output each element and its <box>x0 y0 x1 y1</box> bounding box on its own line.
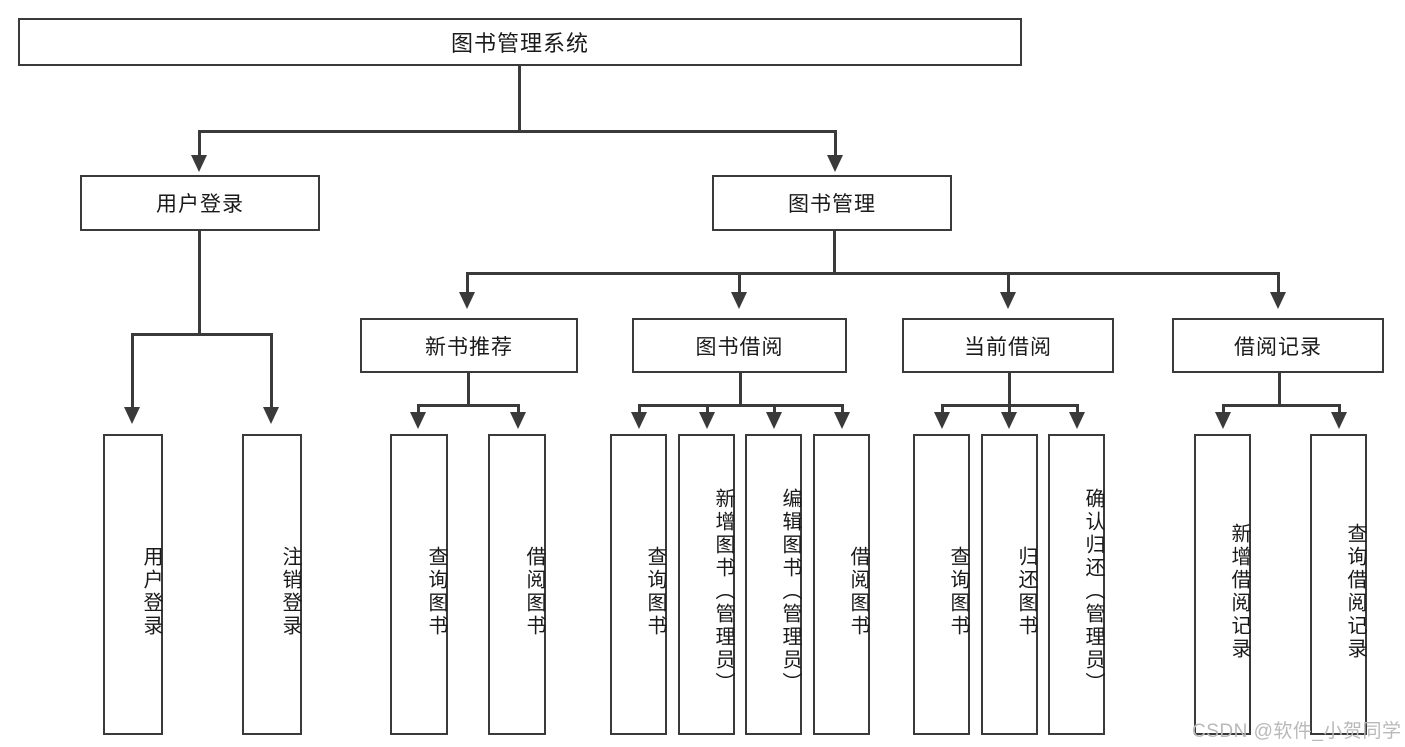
leaf-query-book-recommend[interactable]: 查询图书 <box>390 434 448 735</box>
leaf-confirm-return-admin[interactable]: 确认归还（管理员） <box>1048 434 1105 735</box>
edge-user-login-drop-2 <box>270 333 273 411</box>
arrow-leaf-return-book <box>1001 412 1017 429</box>
edge-book-borrow-drop-2 <box>706 404 709 416</box>
leaf-label: 归还图书 <box>1015 545 1037 638</box>
edge-book-mgmt-stem <box>833 231 836 274</box>
leaf-borrow-book-recommend[interactable]: 借阅图书 <box>488 434 546 735</box>
leaf-query-book-borrow[interactable]: 查询图书 <box>610 434 667 735</box>
edge-book-mgmt-drop-4 <box>1277 272 1280 296</box>
edge-borrow-record-stem <box>1278 373 1281 406</box>
arrow-leaf-query-book-2 <box>631 412 647 429</box>
edge-user-login-stem <box>198 231 201 335</box>
leaf-return-book[interactable]: 归还图书 <box>981 434 1038 735</box>
edge-current-borrow-drop-3 <box>1076 404 1079 416</box>
edge-current-borrow-drop-2 <box>1008 404 1011 416</box>
edge-borrow-record-drop-2 <box>1338 404 1341 416</box>
edge-user-login-bus <box>131 333 270 336</box>
edge-new-book-drop-2 <box>517 404 520 416</box>
arrow-to-new-book-recommend <box>459 292 475 309</box>
node-label: 用户登录 <box>156 193 244 216</box>
edge-book-borrow-drop-3 <box>773 404 776 416</box>
arrow-leaf-borrow-book-1 <box>510 412 526 429</box>
leaf-label: 编辑图书（管理员） <box>779 488 801 695</box>
node-book-borrow[interactable]: 图书借阅 <box>632 318 847 373</box>
edge-book-borrow-bus <box>638 404 843 407</box>
edge-book-mgmt-bus <box>466 272 1280 275</box>
leaf-borrow-book[interactable]: 借阅图书 <box>813 434 870 735</box>
arrow-leaf-edit-book <box>766 412 782 429</box>
edge-book-mgmt-drop-1 <box>466 272 469 296</box>
edge-book-mgmt-drop-3 <box>1007 272 1010 296</box>
node-borrow-record[interactable]: 借阅记录 <box>1172 318 1384 373</box>
arrow-leaf-query-record <box>1331 412 1347 429</box>
node-new-book-recommend[interactable]: 新书推荐 <box>360 318 578 373</box>
arrow-to-current-borrow <box>1000 292 1016 309</box>
arrow-leaf-query-book-1 <box>410 412 426 429</box>
edge-root-bus <box>198 130 837 133</box>
node-user-login[interactable]: 用户登录 <box>80 175 320 231</box>
edge-root-stem <box>518 66 521 132</box>
edge-new-book-drop-1 <box>417 404 420 416</box>
leaf-label: 查询图书 <box>425 545 447 638</box>
arrow-to-book-borrow <box>731 292 747 309</box>
leaf-label: 查询图书 <box>947 545 969 638</box>
edge-user-login-drop-1 <box>131 333 134 411</box>
edge-root-to-book-mgmt <box>834 130 837 160</box>
leaf-label: 注销登录 <box>279 545 301 638</box>
arrow-leaf-user-login <box>124 407 140 424</box>
edge-new-book-stem <box>467 373 470 406</box>
node-label: 当前借阅 <box>964 335 1052 359</box>
edge-current-borrow-drop-1 <box>941 404 944 416</box>
arrow-leaf-add-record <box>1215 412 1231 429</box>
node-label: 新书推荐 <box>425 335 513 359</box>
leaf-query-book-current[interactable]: 查询图书 <box>913 434 970 735</box>
arrow-to-book-mgmt <box>827 155 843 172</box>
leaf-add-book-admin[interactable]: 新增图书（管理员） <box>678 434 735 735</box>
node-label: 图书管理 <box>788 193 876 216</box>
arrow-leaf-borrow-book-2 <box>834 412 850 429</box>
leaf-logout[interactable]: 注销登录 <box>242 434 302 735</box>
arrow-leaf-add-book <box>699 412 715 429</box>
leaf-label: 借阅图书 <box>523 545 545 638</box>
edge-new-book-bus <box>417 404 520 407</box>
arrow-to-user-login <box>191 155 207 172</box>
leaf-query-borrow-record[interactable]: 查询借阅记录 <box>1310 434 1367 735</box>
node-label: 借阅记录 <box>1234 335 1322 359</box>
arrow-leaf-confirm-return <box>1069 412 1085 429</box>
node-label: 图书管理系统 <box>450 31 589 56</box>
edge-book-mgmt-drop-2 <box>738 272 741 296</box>
leaf-edit-book-admin[interactable]: 编辑图书（管理员） <box>745 434 802 735</box>
node-current-borrow[interactable]: 当前借阅 <box>902 318 1114 373</box>
node-label: 图书借阅 <box>695 335 784 359</box>
arrow-leaf-query-book-3 <box>934 412 950 429</box>
node-book-management[interactable]: 图书管理 <box>712 175 952 231</box>
edge-book-borrow-drop-4 <box>841 404 844 416</box>
node-root-system[interactable]: 图书管理系统 <box>18 18 1022 66</box>
edge-borrow-record-drop-1 <box>1222 404 1225 416</box>
leaf-label: 借阅图书 <box>847 545 869 638</box>
leaf-label: 用户登录 <box>140 545 162 638</box>
edge-borrow-record-bus <box>1222 404 1341 407</box>
csdn-watermark: CSDN @软件_小贺同学 <box>1192 721 1402 742</box>
edge-book-borrow-drop-1 <box>638 404 641 416</box>
arrow-to-borrow-record <box>1270 292 1286 309</box>
edge-book-borrow-stem <box>739 373 742 406</box>
leaf-add-borrow-record[interactable]: 新增借阅记录 <box>1194 434 1251 735</box>
leaf-label: 查询借阅记录 <box>1344 522 1366 661</box>
edge-current-borrow-stem <box>1008 373 1011 406</box>
edge-root-to-user-login <box>198 130 201 160</box>
leaf-label: 新增借阅记录 <box>1228 522 1250 661</box>
leaf-label: 查询图书 <box>644 545 666 638</box>
leaf-label: 确认归还（管理员） <box>1082 488 1104 695</box>
arrow-leaf-logout <box>263 407 279 424</box>
leaf-label: 新增图书（管理员） <box>712 488 734 695</box>
leaf-user-login[interactable]: 用户登录 <box>103 434 163 735</box>
